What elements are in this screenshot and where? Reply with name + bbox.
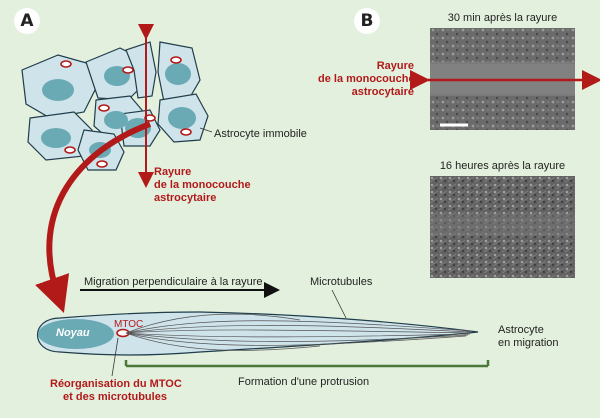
- nucleus-label: Noyau: [56, 327, 90, 339]
- mtoc-label: MTOC: [114, 319, 144, 330]
- micrograph-16h-title: 16 heures après la rayure: [439, 160, 566, 172]
- micrograph-30min-image: [430, 28, 575, 130]
- protrusion-bracket: [124, 360, 490, 368]
- panel-b-badge: B: [354, 8, 380, 34]
- zoom-curved-arrow: [35, 121, 152, 314]
- panel-a-badge: A: [14, 8, 40, 34]
- micrograph-16h-image: [430, 176, 575, 278]
- migrating-astrocyte-label: Astrocyte en migration: [498, 324, 559, 349]
- micrograph-30min-title: 30 min après la rayure: [447, 12, 558, 24]
- immobile-astrocyte-label: Astrocyte immobile: [214, 128, 307, 140]
- migration-direction-label: Migration perpendiculaire à la rayure: [84, 276, 263, 288]
- protrusion-label: Formation d'une protrusion: [238, 376, 370, 388]
- scratch-label-b: Rayure de la monocouche astrocytaire: [318, 60, 415, 98]
- reorganisation-label: Réorganisation du MTOC et des microtubul…: [50, 378, 182, 403]
- micrograph-16h: [430, 176, 575, 278]
- microtubules-label: Microtubules: [310, 276, 373, 288]
- microtubules: [125, 313, 473, 351]
- scratch-label-a: Rayure de la monocouche astrocytaire: [154, 166, 251, 204]
- micrograph-30min: [430, 28, 575, 130]
- migrating-nucleus: [38, 319, 114, 349]
